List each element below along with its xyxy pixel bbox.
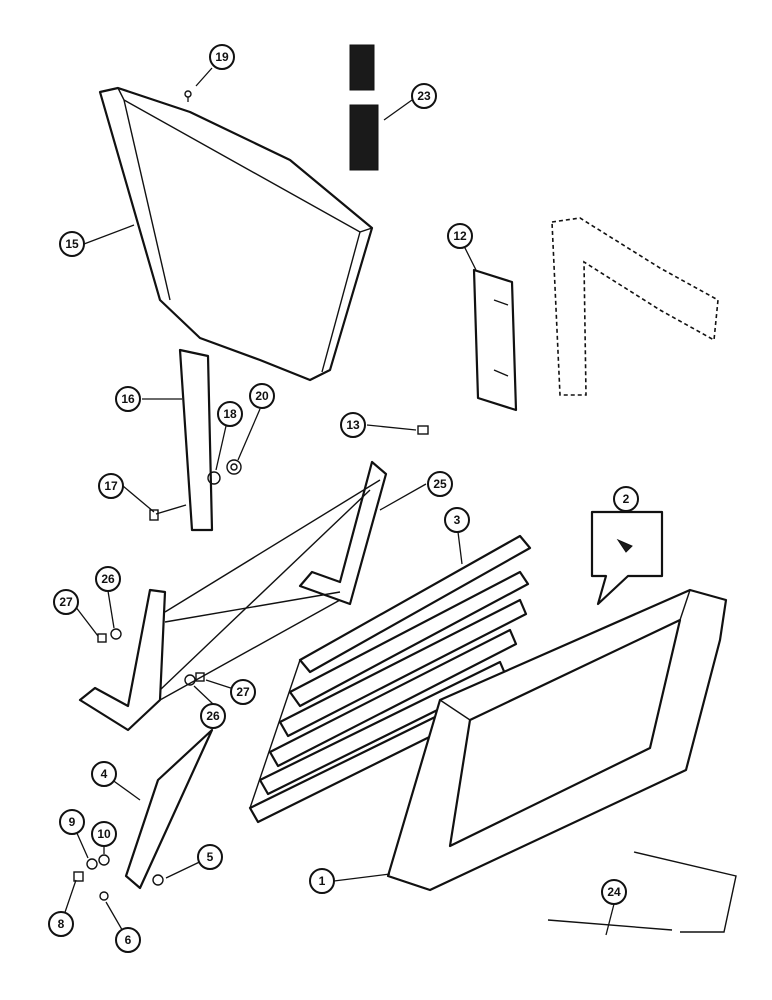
callout-15: 15 [59, 231, 85, 257]
screw-27b-part [195, 672, 205, 682]
callout-8-label: 8 [58, 917, 65, 931]
callout-5: 5 [197, 844, 223, 870]
callout-24: 24 [601, 879, 627, 905]
callout-23-label: 23 [417, 89, 431, 103]
bolt-17-part [149, 504, 187, 521]
reference-bracket-outline [551, 217, 719, 396]
callout-19: 19 [209, 44, 235, 70]
callout-27b: 27 [230, 679, 256, 705]
callout-10-label: 10 [97, 827, 111, 841]
callout-26a: 26 [95, 566, 121, 592]
callout-10: 10 [91, 821, 117, 847]
callout-9-label: 9 [69, 815, 76, 829]
callout-6-label: 6 [125, 933, 132, 947]
callout-24-label: 24 [607, 885, 621, 899]
washer-10-part [98, 854, 110, 866]
nut-6-part [99, 891, 109, 901]
callout-4-label: 4 [101, 767, 108, 781]
callout-26b: 26 [200, 703, 226, 729]
callout-9: 9 [59, 809, 85, 835]
washer-9-part [86, 858, 98, 870]
callout-16-label: 16 [121, 392, 135, 406]
side-bracket-part [124, 728, 214, 890]
callout-2: 2 [613, 486, 639, 512]
callout-5-label: 5 [207, 850, 214, 864]
washer-26b-part [184, 674, 196, 686]
frame-bracket-part [78, 460, 388, 732]
callout-13: 13 [340, 412, 366, 438]
callout-12-label: 12 [453, 229, 467, 243]
clip-detail-part [590, 510, 664, 606]
callout-18: 18 [217, 401, 243, 427]
callout-23: 23 [411, 83, 437, 109]
screw-19-part [184, 90, 192, 102]
callout-13-label: 13 [346, 418, 360, 432]
callout-18-label: 18 [223, 407, 237, 421]
callout-25: 25 [427, 471, 453, 497]
callout-12: 12 [447, 223, 473, 249]
callout-4: 4 [91, 761, 117, 787]
callout-20-label: 20 [255, 389, 269, 403]
callout-16: 16 [115, 386, 141, 412]
strap-part [178, 348, 214, 532]
callout-26b-label: 26 [206, 709, 220, 723]
callout-8: 8 [48, 911, 74, 937]
nut-5-part [152, 874, 164, 886]
bolt-8-part [73, 871, 84, 882]
callout-25-label: 25 [433, 477, 447, 491]
grille-frame-part [386, 588, 728, 892]
callout-26a-label: 26 [101, 572, 115, 586]
edge-trim-part [547, 851, 737, 933]
bolt-13-part [417, 425, 429, 435]
callout-17: 17 [98, 473, 124, 499]
callout-1: 1 [309, 868, 335, 894]
nut-18-part [207, 471, 221, 485]
callout-17-label: 17 [104, 479, 118, 493]
callout-6: 6 [115, 927, 141, 953]
screw-27a-part [97, 633, 107, 643]
washer-26a-part [110, 628, 122, 640]
callout-3: 3 [444, 507, 470, 533]
callout-27a: 27 [53, 589, 79, 615]
callout-2-label: 2 [623, 492, 630, 506]
cover-plate-part [472, 268, 518, 412]
callout-27b-label: 27 [236, 685, 250, 699]
callout-27a-label: 27 [59, 595, 73, 609]
seal-strip-part [349, 44, 379, 171]
callout-20: 20 [249, 383, 275, 409]
side-panel-part [98, 86, 374, 382]
callout-19-label: 19 [215, 50, 229, 64]
callout-1-label: 1 [319, 874, 326, 888]
callout-15-label: 15 [65, 237, 79, 251]
washer-20-part [226, 459, 242, 475]
callout-3-label: 3 [454, 513, 461, 527]
